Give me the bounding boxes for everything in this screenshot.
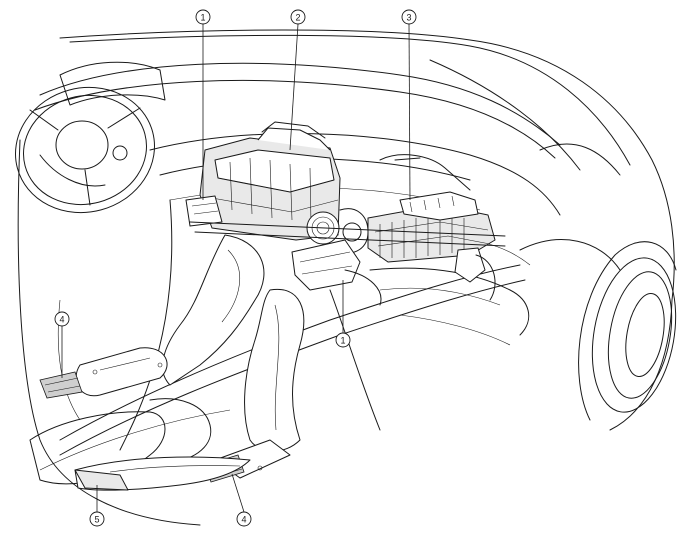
heater-unit — [199, 121, 369, 254]
callout-label: 2 — [295, 13, 300, 23]
callout-2: 2 — [290, 9, 306, 25]
callout-label: 1 — [340, 336, 345, 346]
callout-3: 3 — [401, 9, 417, 25]
callout-label: 4 — [59, 315, 64, 325]
leader-lines — [61, 23, 411, 513]
callout-1-top: 1 — [195, 9, 211, 25]
callout-4-left: 4 — [54, 311, 70, 327]
callout-label: 5 — [94, 515, 99, 525]
callout-1-bottom: 1 — [335, 332, 351, 348]
vent-duct-assembly — [367, 154, 496, 301]
rear-floor-duct-left — [39, 234, 265, 399]
steering-wheel — [15, 86, 155, 214]
callout-label: 3 — [406, 13, 411, 23]
callout-label: 4 — [241, 515, 246, 525]
center-console — [29, 199, 526, 485]
lower-duct — [185, 195, 506, 306]
car-body-outline — [17, 29, 677, 526]
callout-5: 5 — [89, 511, 105, 527]
callout-label: 1 — [200, 13, 205, 23]
rear-floor-duct-right — [74, 288, 305, 491]
callout-4-bottom: 4 — [236, 511, 252, 527]
